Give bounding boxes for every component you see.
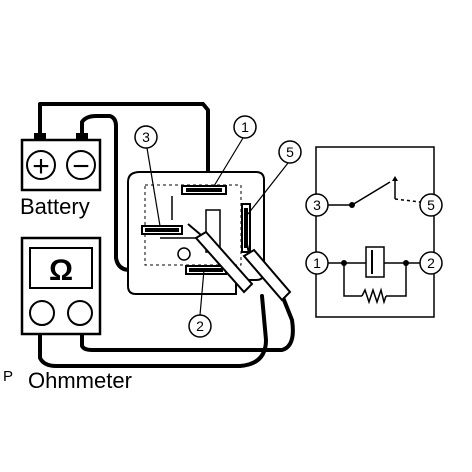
ohmmeter-icon: Ω xyxy=(20,236,102,336)
callout-line-3 xyxy=(146,147,161,227)
resistor-path-right xyxy=(386,263,407,297)
relay-schematic: 3 5 1 2 xyxy=(305,146,443,318)
relay-blade-5-core xyxy=(244,208,248,248)
battery-post-negative xyxy=(76,133,88,141)
ohmmeter-display xyxy=(29,247,93,289)
relay-terminal-2-label: 2 xyxy=(196,318,204,334)
switch-lead-right-dashed xyxy=(394,198,421,203)
relay-callouts xyxy=(146,137,289,316)
callout-line-1 xyxy=(213,137,244,187)
callout-line-2 xyxy=(199,269,205,316)
relay-blade-2-core xyxy=(189,268,223,272)
switch-blade xyxy=(351,181,391,206)
junction-left xyxy=(341,260,347,266)
relay-terminal-1-circle xyxy=(233,115,257,139)
junction-right xyxy=(403,260,409,266)
relay-mount-hole xyxy=(177,247,191,261)
schematic-terminal-2-label: 2 xyxy=(427,255,435,271)
callout-line-5 xyxy=(247,162,289,215)
schematic-terminal-3-circle xyxy=(305,193,329,217)
wire-battery-negative xyxy=(80,114,202,272)
ohmmeter-jack-right xyxy=(67,300,93,326)
resistor-icon xyxy=(361,287,387,305)
battery-icon: + − xyxy=(20,133,102,192)
schematic-terminal-3-label: 3 xyxy=(313,197,321,213)
relay-blade-1-core xyxy=(186,188,222,192)
probe-to-terminal-5 xyxy=(242,248,292,302)
battery-negative-sign: − xyxy=(72,150,90,183)
probe-to-terminal-2 xyxy=(194,230,254,294)
corner-p-label: P xyxy=(3,368,13,385)
schematic-terminal-2-circle xyxy=(419,251,443,275)
relay-terminal-3-circle xyxy=(134,125,158,149)
battery-negative-circle xyxy=(66,150,96,180)
ohm-symbol: Ω xyxy=(49,254,73,287)
battery-label: Battery xyxy=(20,194,90,219)
resistor-path-left xyxy=(343,263,362,297)
ohmmeter-label: Ohmmeter xyxy=(28,368,132,393)
probe-5-tip xyxy=(245,239,250,254)
schematic-terminal-5-label: 5 xyxy=(427,197,435,213)
schematic-frame xyxy=(315,146,435,318)
relay-blade-3-core xyxy=(145,228,179,232)
schematic-terminal-1-circle xyxy=(305,251,329,275)
battery-positive-sign: + xyxy=(32,150,50,183)
switch-contact-icon xyxy=(392,176,398,181)
relay-terminal-labels: 3 1 5 2 xyxy=(134,115,302,338)
schematic-terminal-1-label: 1 xyxy=(313,255,321,271)
battery-positive-circle xyxy=(26,150,56,180)
schematic-terminal-5-circle xyxy=(419,193,443,217)
relay-terminal-5-circle xyxy=(278,140,302,164)
relay-terminal-3-label: 3 xyxy=(142,129,150,145)
relay-terminal-5-label: 5 xyxy=(286,144,294,160)
battery-post-positive xyxy=(34,133,46,141)
relay-terminal-1-label: 1 xyxy=(241,119,249,135)
wire-battery-positive xyxy=(38,102,210,190)
test-probes xyxy=(187,223,292,302)
wires xyxy=(38,102,295,368)
ohmmeter-jack-left xyxy=(29,300,55,326)
probe-2-tip xyxy=(187,223,202,236)
relay-terminal-2-circle xyxy=(188,314,212,338)
wire-ohmmeter-right xyxy=(80,288,295,352)
switch-pivot xyxy=(349,202,355,208)
coil-icon xyxy=(365,246,385,278)
